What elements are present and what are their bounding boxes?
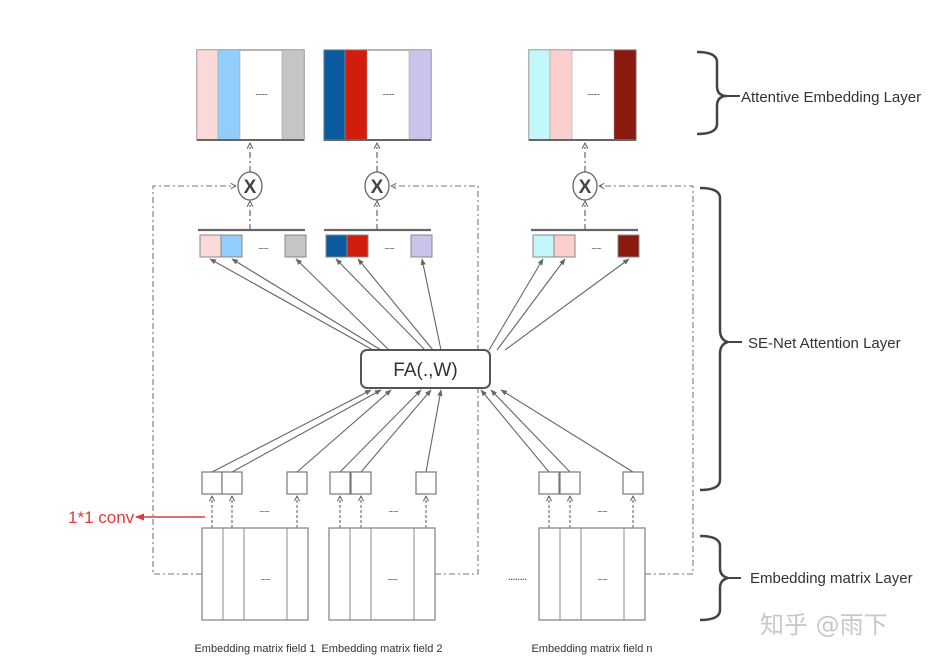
- embedding-matrix-2: ........ Embedding matrix field 2: [321, 527, 443, 655]
- attentive-cell: [281, 49, 305, 141]
- conv-to-fa-arrow: [480, 389, 550, 473]
- attentive-block-1: ........: [196, 49, 305, 141]
- conv-ellipsis: ........: [388, 505, 399, 514]
- weight-cell: [325, 234, 348, 258]
- attentive-block-2: ........: [323, 49, 432, 141]
- matrix-frame: [538, 527, 646, 621]
- fa-to-weight-arrow: [231, 258, 382, 351]
- embedding-field-label: Embedding matrix field n: [531, 643, 652, 655]
- fa-to-weight-arrow: [420, 258, 442, 351]
- multiply-circle: [572, 171, 598, 201]
- attention-weights-2: ........: [324, 228, 433, 258]
- conv-output-box: [350, 471, 372, 495]
- multiply-node-2: X: [364, 171, 390, 201]
- conv-output-box: [286, 471, 308, 495]
- attentive-cell: [196, 49, 219, 141]
- weights-ellipsis: ........: [384, 242, 395, 251]
- conv-output-box: [622, 471, 644, 495]
- attentive-layer-brace: [696, 50, 740, 136]
- multiply-icon: X: [371, 177, 384, 198]
- attentive-cell: [528, 49, 551, 141]
- attentive-cell: [408, 49, 432, 141]
- fa-to-weight-arrow: [209, 258, 374, 351]
- conv-to-fa-arrow: [211, 389, 372, 473]
- attentive-block-3: ........: [528, 49, 637, 141]
- conv-ellipsis: ........: [259, 505, 270, 514]
- weight-cell: [220, 234, 243, 258]
- conv-to-fa-arrow: [296, 389, 392, 473]
- weight-cell: [284, 234, 307, 258]
- multiply-node-3: X: [572, 171, 598, 201]
- senet-layer-brace: [699, 186, 742, 492]
- conv-output-box: [415, 471, 437, 495]
- skip-connection-1: [152, 186, 236, 575]
- fa-to-weight-arrow: [295, 258, 390, 351]
- conv-to-fa-arrow: [231, 389, 382, 473]
- fa-to-weight-arrow: [357, 258, 434, 351]
- attention-weights-3: ........: [531, 228, 640, 258]
- attentive-cell: [549, 49, 573, 141]
- fa-to-weight-arrow: [488, 258, 544, 351]
- weight-cell: [553, 234, 576, 258]
- conv-output-box: [221, 471, 243, 495]
- multiply-circle: [237, 171, 263, 201]
- attentive-ellipsis: ........: [587, 87, 600, 97]
- weight-cell: [617, 234, 640, 258]
- conv-to-fa-arrow: [490, 389, 571, 473]
- matrix-ellipsis: ........: [597, 573, 608, 582]
- attentive-cell: [323, 49, 346, 141]
- watermark: 知乎 @雨下: [760, 611, 888, 639]
- embedding-matrix-1: ........ Embedding matrix field 1: [194, 527, 316, 655]
- attentive-ellipsis: ........: [382, 87, 395, 97]
- weight-cell: [410, 234, 433, 258]
- matrix-ellipsis: ........: [260, 573, 271, 582]
- embedding-matrix-3: ........ Embedding matrix field n: [531, 527, 653, 655]
- weight-cell: [199, 234, 222, 258]
- weights-ellipsis: ........: [258, 242, 269, 251]
- matrix-ellipsis: ........: [387, 573, 398, 582]
- conv-annotation-label: 1*1 conv: [68, 508, 135, 527]
- multiply-icon: X: [244, 177, 257, 198]
- conv-ellipsis: ........: [597, 505, 608, 514]
- attention-weights-1: ........: [198, 228, 307, 258]
- conv-output-box: [559, 471, 581, 495]
- attentive-cell: [613, 49, 637, 141]
- fa-to-weight-arrow: [496, 258, 566, 351]
- multiply-icon: X: [579, 177, 592, 198]
- fa-function-label: FA(.,W): [393, 360, 457, 381]
- fields-ellipsis: ........: [508, 569, 527, 583]
- embedding-layer-label: Embedding matrix Layer: [750, 570, 913, 587]
- conv-to-fa-arrow: [360, 389, 432, 473]
- conv-to-fa-arrow: [339, 389, 422, 473]
- weight-cell: [346, 234, 369, 258]
- attentive-cell: [217, 49, 241, 141]
- multiply-node-1: X: [237, 171, 263, 201]
- conv-output-box: [201, 471, 223, 495]
- fa-to-weight-arrow: [504, 258, 630, 351]
- attentive-layer-label: Attentive Embedding Layer: [741, 89, 921, 106]
- fa-to-weight-arrow: [335, 258, 426, 351]
- multiply-circle: [364, 171, 390, 201]
- embedding-field-label: Embedding matrix field 2: [321, 643, 442, 655]
- matrix-frame: [328, 527, 436, 621]
- attentive-cell: [344, 49, 368, 141]
- conv-output-box: [329, 471, 351, 495]
- embedding-field-label: Embedding matrix field 1: [194, 643, 315, 655]
- conv-to-fa-arrow: [500, 389, 634, 473]
- attentive-ellipsis: ........: [255, 87, 268, 97]
- fa-function-box: FA(.,W): [360, 349, 491, 389]
- weight-cell: [532, 234, 555, 258]
- matrix-frame: [201, 527, 309, 621]
- embedding-layer-brace: [699, 534, 741, 622]
- skip-connection-n: [599, 186, 694, 575]
- conv-output-box: [538, 471, 560, 495]
- conv-to-fa-arrow: [425, 389, 443, 473]
- weights-ellipsis: ........: [591, 242, 602, 251]
- senet-layer-label: SE-Net Attention Layer: [748, 335, 901, 352]
